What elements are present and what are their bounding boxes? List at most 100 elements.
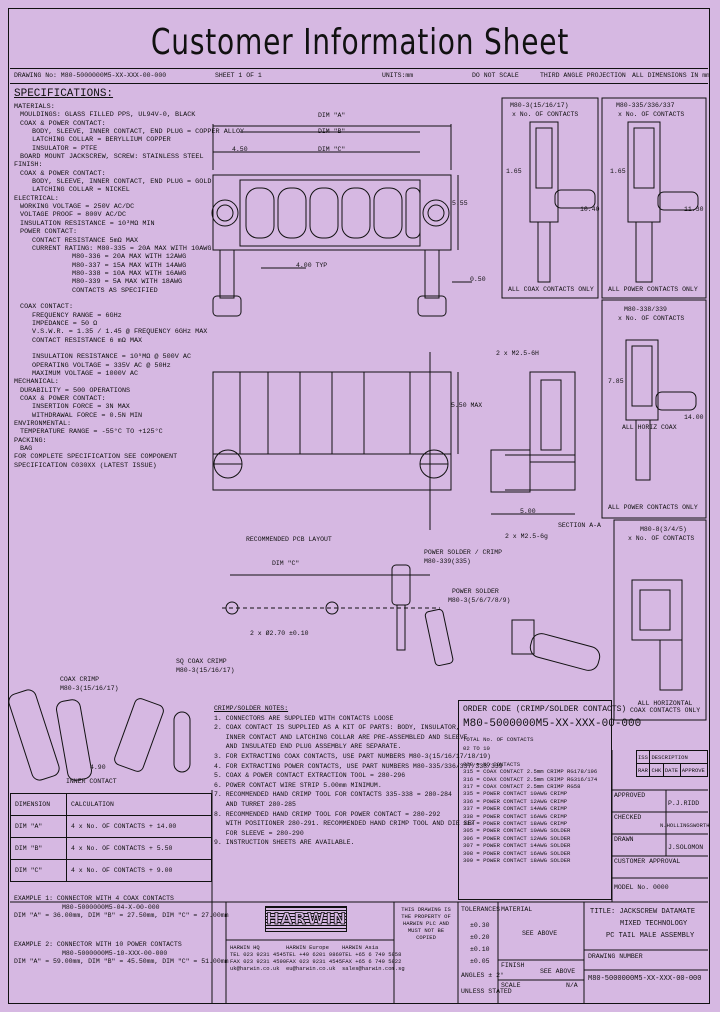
spec-line: TEMPERATURE RANGE = -55°C TO +125°C <box>20 428 163 437</box>
inner-contact-label: INNER CONTACT <box>66 778 117 785</box>
finish-value: SEE ABOVE <box>540 968 576 975</box>
rev-cell: ISS <box>635 750 651 764</box>
example-line: DIM "A" = 36.00mm, DIM "B" = 27.50mm, DI… <box>14 912 229 919</box>
spec-line: BODY, SLEEVE, INNER CONTACT, END PLUG = … <box>32 178 212 187</box>
spec-line <box>14 345 264 353</box>
spec-line: BAG <box>20 445 33 454</box>
dimension-table: DIMENSION CALCULATION DIM "A" 4 x No. OF… <box>10 793 213 882</box>
note-line: 1. CONNECTORS ARE SUPPLIED WITH CONTACTS… <box>214 714 394 722</box>
pcb-title: RECOMMENDED PCB LAYOUT <box>246 536 332 543</box>
scale-label: SCALE <box>501 982 521 989</box>
spec-line: LATCHING COLLAR = BERYLLIUM COPPER <box>32 136 171 145</box>
approved-label: APPROVED <box>614 792 646 799</box>
contact-hq: HARWIN HQ TEL 023 9231 4545 FAX 023 9231… <box>230 944 287 972</box>
table-cell: DIM "B" <box>10 837 67 860</box>
header-units: UNITS:mm <box>382 72 414 79</box>
example-line: M80-5000000M5-04-X-00-000 <box>62 903 160 911</box>
table-row: DIM "C" 4 x No. OF CONTACTS + 9.00 <box>10 859 213 882</box>
table-header-row: DIMENSION CALCULATION <box>10 793 213 816</box>
coax-crimp-label: COAX CRIMP <box>60 676 100 683</box>
spec-line <box>14 295 264 303</box>
spec-line: M80-339 = 5A MAX WITH 18AWG <box>72 278 183 287</box>
box3-dim: 7.85 <box>608 378 624 385</box>
spec-line: M80-337 = 15A MAX WITH 14AWG <box>72 261 187 270</box>
order-option: 315 = COAX CONTACT 2.5mm CRIMP RG178/196 <box>463 768 598 776</box>
sheet-border <box>8 8 710 1004</box>
spec-line: M80-338 = 10A MAX WITH 16AWG <box>72 269 187 278</box>
spec-line: M80-336 = 20A MAX WITH 12AWG <box>72 253 187 262</box>
spec-line: CURRENT RATING: M80-335 = 20A MAX WITH 1… <box>32 244 212 253</box>
header-sheet: SHEET 1 OF 1 <box>215 72 262 79</box>
order-option: 336 = POWER CONTACT 12AWG CRIMP <box>463 797 568 805</box>
contact-europe: HARWIN Europe TEL +49 6201 9869 FAX 023 … <box>286 944 343 972</box>
spec-line: IMPEDANCE = 50 Ω <box>32 319 98 328</box>
note-line: 3. FOR EXTRACTING COAX CONTACTS, USE PAR… <box>214 752 491 760</box>
order-option: 338 = POWER CONTACT 16AWG CRIMP <box>463 812 568 820</box>
specifications-block: SPECIFICATIONS: MATERIALS:MOULDINGS: GLA… <box>14 88 264 470</box>
dim-450: 4.50 <box>232 146 248 153</box>
note-line: 7. RECOMMENDED HAND CRIMP TOOL FOR CONTA… <box>214 791 452 799</box>
note-line: 4. FOR EXTRACTING POWER CONTACTS, USE PA… <box>214 762 503 770</box>
title-line-2: MIXED TECHNOLOGY <box>620 920 688 928</box>
dim-500: 5.00 <box>520 508 536 515</box>
spec-line: BOARD MOUNT JACKSCREW, SCREW: STAINLESS … <box>20 153 204 162</box>
box2-sub: x No. OF CONTACTS <box>618 111 685 118</box>
notes-lines: 1. CONNECTORS ARE SUPPLIED WITH CONTACTS… <box>214 714 503 848</box>
tol-angles: ANGLES ± 2° <box>461 972 504 979</box>
spec-line: WITHDRAWAL FORCE = 0.5N MIN <box>32 411 143 420</box>
spec-line: ELECTRICAL: <box>14 194 59 203</box>
order-option: 335 = POWER CONTACT 10AWG CRIMP <box>463 790 568 798</box>
spec-line: MOULDINGS: GLASS FILLED PPS, UL94V-0, BL… <box>20 111 196 120</box>
power-contact-label: POWER SOLDER / CRIMP <box>424 549 503 556</box>
example-line: M80-5000000M5-10-XXX-00-000 <box>62 949 168 957</box>
thread-label: 2 x M2.5-6H <box>496 350 539 357</box>
box3-foot: ALL POWER CONTACTS ONLY <box>608 504 698 511</box>
power-solder-label: POWER SOLDER <box>452 588 499 595</box>
order-total-range: 02 TO 10 <box>463 745 490 753</box>
order-option: 339 = POWER CONTACT 18AWG CRIMP <box>463 820 568 828</box>
note-line: 9. INSTRUCTION SHEETS ARE AVAILABLE. <box>214 839 355 847</box>
table-row: DIM "A" 4 x No. OF CONTACTS + 14.00 <box>10 815 213 838</box>
rev-cell: RAR <box>635 763 651 777</box>
spec-line: MECHANICAL: <box>14 378 59 387</box>
model-label: MODEL No. 0000 <box>614 884 669 891</box>
dim-490: 4.90 <box>90 764 106 771</box>
order-option: 305 = POWER CONTACT 10AWG SOLDER <box>463 827 571 835</box>
dim-400typ: 4.00 TYP <box>296 262 328 269</box>
copyright-notice: THIS DRAWING IS THE PROPERTY OF HARWIN P… <box>401 906 451 941</box>
spec-line: WORKING VOLTAGE = 250V AC/DC <box>20 203 135 212</box>
spec-line: CONTACTS AS SPECIFIED <box>72 286 158 295</box>
order-option: 308 = POWER CONTACT 16AWG SOLDER <box>463 849 571 857</box>
example-1: EXAMPLE 1: CONNECTOR WITH 4 COAX CONTACT… <box>14 895 229 921</box>
note-line: 2. COAX CONTACT IS SUPPLIED AS A KIT OF … <box>214 724 460 732</box>
spec-line: INSULATION RESISTANCE = 10³MΩ MIN <box>20 219 155 228</box>
box1-dim2: 10.40 <box>580 206 600 213</box>
note-line: 6. POWER CONTACT WIRE STRIP 5.00mm MINIM… <box>214 781 382 789</box>
spec-line: BODY, SLEEVE, INNER CONTACT, END PLUG = … <box>32 128 245 137</box>
order-option: 316 = COAX CONTACT 2.5mm CRIMP RG316/174 <box>463 775 598 783</box>
sq-coax-pn: M80-3(15/16/17) <box>176 667 235 674</box>
specifications-heading: SPECIFICATIONS: <box>14 88 114 100</box>
box2-foot: ALL POWER CONTACTS ONLY <box>608 286 698 293</box>
rev-cell: DESCRIPTION <box>649 750 708 764</box>
example-line: EXAMPLE 1: CONNECTOR WITH 4 COAX CONTACT… <box>14 895 174 902</box>
order-total: TOTAL No. OF CONTACTS <box>463 736 534 743</box>
order-option: 306 = POWER CONTACT 12AWG SOLDER <box>463 834 571 842</box>
rev-cell: APPROVE <box>679 763 709 777</box>
header-dims: ALL DIMENSIONS IN mm <box>632 72 711 79</box>
table-row: DIM "B" 4 x No. OF CONTACTS + 5.50 <box>10 837 213 860</box>
power-solder-pn: M80-3(5/6/7/8/9) <box>448 597 511 604</box>
tolerances-label: TOLERANCES <box>461 906 501 913</box>
drawn-value: J.SOLOMON <box>668 844 704 851</box>
box3-title: M80-338/339 <box>624 306 667 313</box>
scale-value: N/A <box>566 982 578 989</box>
box3-sub: x No. OF CONTACTS <box>618 315 685 322</box>
header-projection: THIRD ANGLE PROJECTION <box>540 72 626 79</box>
spec-line: VOLTAGE PROOF = 800V AC/DC <box>20 211 127 220</box>
order-option: 309 = POWER CONTACT 18AWG SOLDER <box>463 857 571 865</box>
approved-value: P.J.RIDD <box>668 800 700 807</box>
spec-line: CONTACT RESISTANCE 6 mΩ MAX <box>32 336 143 345</box>
header-do-not-scale: DO NOT SCALE <box>472 72 519 79</box>
spec-line: POWER CONTACT: <box>20 228 78 237</box>
tol-3: ±0.10 <box>470 946 490 953</box>
